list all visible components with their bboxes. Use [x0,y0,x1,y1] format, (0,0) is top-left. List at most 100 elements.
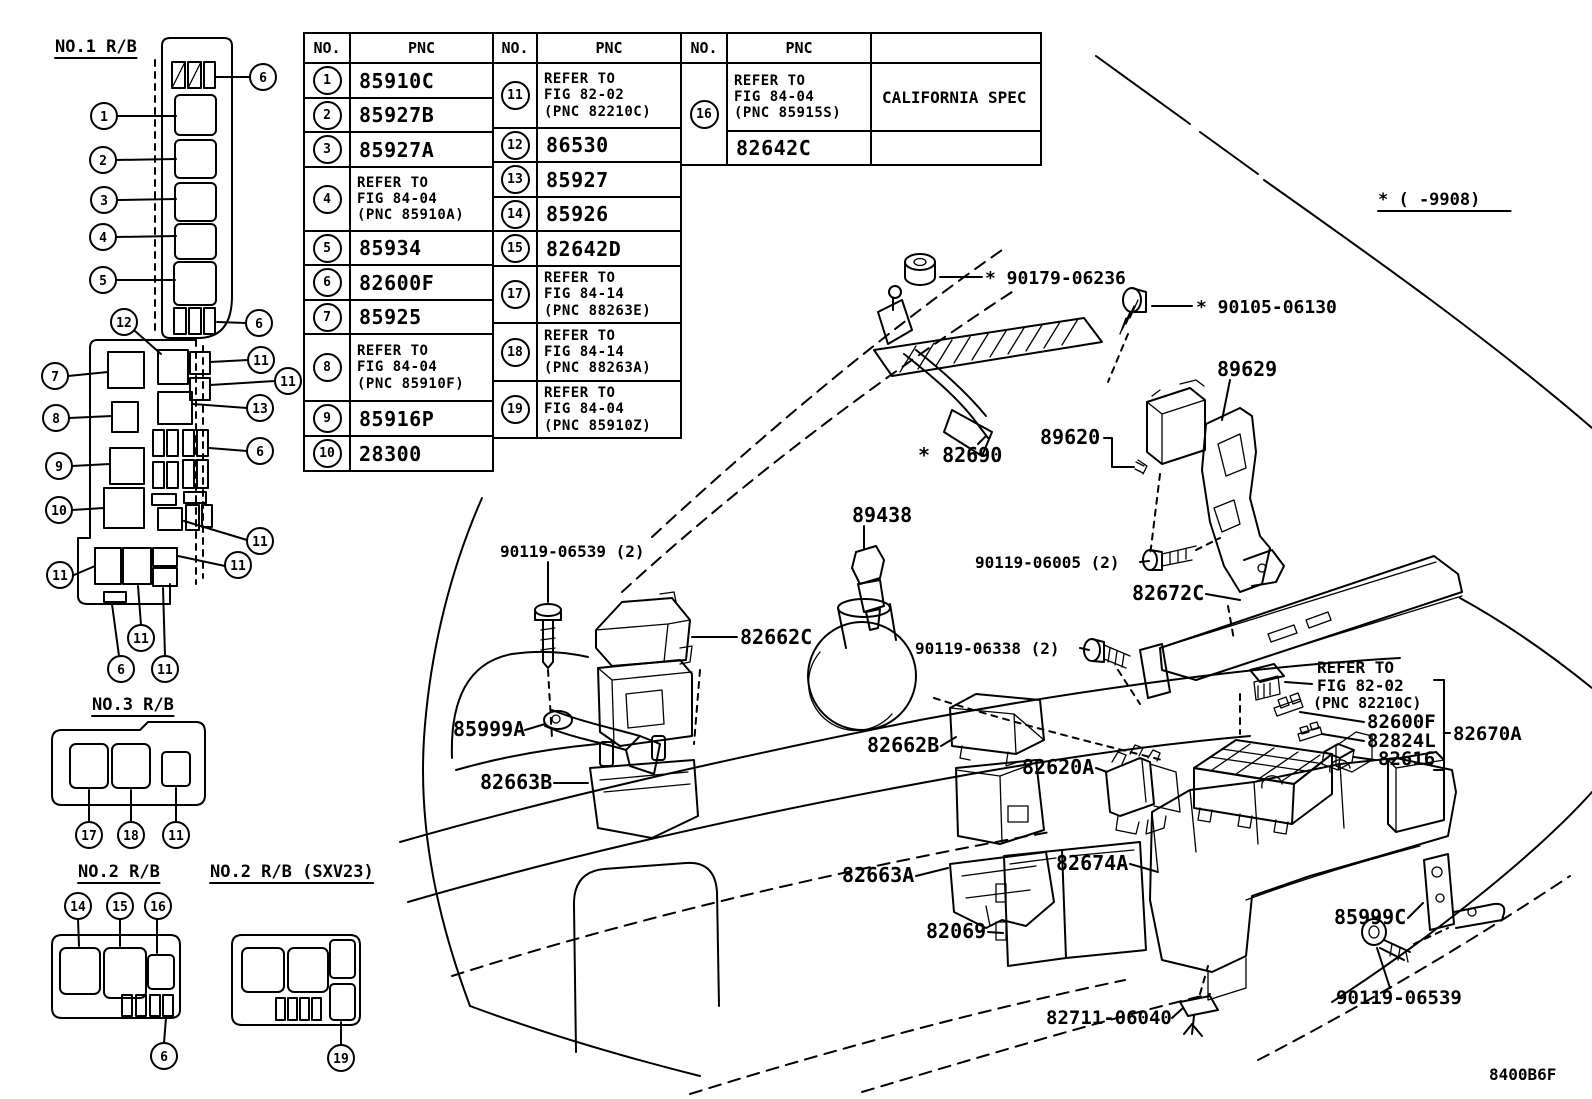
row-no: 14 [500,199,530,229]
p82600F: 82600F [1367,711,1436,733]
svg-text:10: 10 [51,504,67,519]
svg-text:11: 11 [253,354,269,369]
relay-block-no1-drawing [115,37,251,355]
callout-6: 6 [150,1042,178,1070]
row-pnc: 85927B [349,97,494,133]
p85999C: 85999C [1334,905,1406,929]
p89620: 89620 [1040,425,1100,449]
callout-8: 8 [42,404,70,432]
svg-text:9: 9 [55,460,63,475]
p82670A: 82670A [1453,723,1522,745]
part-lower-housing [1149,751,1457,1001]
relay-block-no2-drawing [51,918,181,1044]
part-82672c-cowl [1139,555,1463,699]
part-nut-90179-06236 [904,253,936,286]
p82620A: 82620A [1022,755,1094,779]
callout-18: 18 [117,821,145,849]
row-no: 18 [500,337,530,367]
callout-11: 11 [151,655,179,683]
dashed-construction-lines [547,333,1449,995]
row-pnc: 85927A [349,131,494,168]
relay-block-no2-sxv23-drawing [231,934,361,1046]
svg-text:11: 11 [133,632,149,647]
part-82690-crossmember [873,285,1103,457]
p82616: 82616 [1378,748,1435,770]
col-header-pnc: PNC [349,32,494,64]
p85999A: 85999A [453,717,525,741]
callout-14: 14 [64,892,92,920]
row-pnc: REFER TO FIG 84-04 (PNC 85910Z) [536,380,682,439]
svg-text:11: 11 [230,559,246,574]
callout-2: 2 [89,146,117,174]
svg-text:5: 5 [99,274,107,289]
svg-text:11: 11 [252,535,268,550]
p82069: 82069 [926,919,986,943]
no3-rb-title: NO.3 R/B [92,695,174,715]
row-no: 8 [312,353,342,382]
svg-text:16: 16 [150,900,166,915]
svg-text:6: 6 [256,445,264,460]
part-bolt-90105-06130 [1119,287,1147,335]
row-pnc: REFER TO FIG 84-04 (PNC 85910A) [349,166,494,232]
callout-11: 11 [127,624,155,652]
row-pnc: 86530 [536,127,682,163]
part-89629-bracket [1201,407,1285,593]
row-note [870,130,1042,166]
svg-text:14: 14 [70,900,86,915]
callout-13: 13 [246,394,274,422]
callout-19: 19 [327,1044,355,1072]
callout-6: 6 [107,655,135,683]
row-no: 5 [312,233,342,263]
row-no: 3 [312,135,342,164]
row-no: 7 [312,302,342,332]
part-89620-ecu [1134,379,1206,475]
row-no: 4 [312,184,342,214]
part-screw-90119-06539-lower [1361,918,1411,963]
p82674A: 82674A [1056,851,1128,875]
callout-3: 3 [90,186,118,214]
callout-11: 11 [247,346,275,374]
part-82663a-bracket [949,851,1055,929]
no2-rb-title: NO.2 R/B [78,862,160,882]
col-header-no: NO. [303,32,351,64]
part-82616-relay [1321,743,1355,771]
part-82662b-body [955,759,1045,845]
svg-text:13: 13 [252,402,268,417]
callout-12: 12 [110,308,138,336]
row-no: 15 [500,234,530,263]
figure-code: 8400B6F [1489,1065,1556,1084]
row-no: 9 [312,404,342,433]
callout-11: 11 [162,821,190,849]
svg-text:18: 18 [123,829,139,844]
svg-text:6: 6 [259,71,267,86]
row-no: 12 [500,130,530,160]
row-pnc: 82600F [349,264,494,301]
p89438: 89438 [852,503,912,527]
callout-17: 17 [75,821,103,849]
p82662B: 82662B [867,733,939,757]
row-pnc: 85927 [536,161,682,198]
p82824L: 82824L [1367,730,1436,752]
part-82663b-tray [589,735,699,839]
callout-6: 6 [246,437,274,465]
part-82600f-fuse [1273,692,1304,717]
callout-4: 4 [89,223,117,251]
part-85999c-bracket [1423,853,1506,931]
relay-block-no3-drawing [51,721,206,823]
part-82620a-connector [1105,744,1181,835]
p90119-06539-2: 90119-06539 (2) [500,542,645,561]
row-pnc: 85926 [536,196,682,232]
p89629: 89629 [1217,357,1277,381]
no2-rb-sxv23-title: NO.2 R/B (SXV23) [210,862,374,882]
svg-text:19: 19 [333,1052,349,1067]
part-bolt-90119-06539-upper [534,603,562,669]
svg-text:11: 11 [168,829,184,844]
col-header-pnc: PNC [536,32,682,64]
p82663B: 82663B [480,770,552,794]
row-pnc: 82642C [726,130,872,166]
